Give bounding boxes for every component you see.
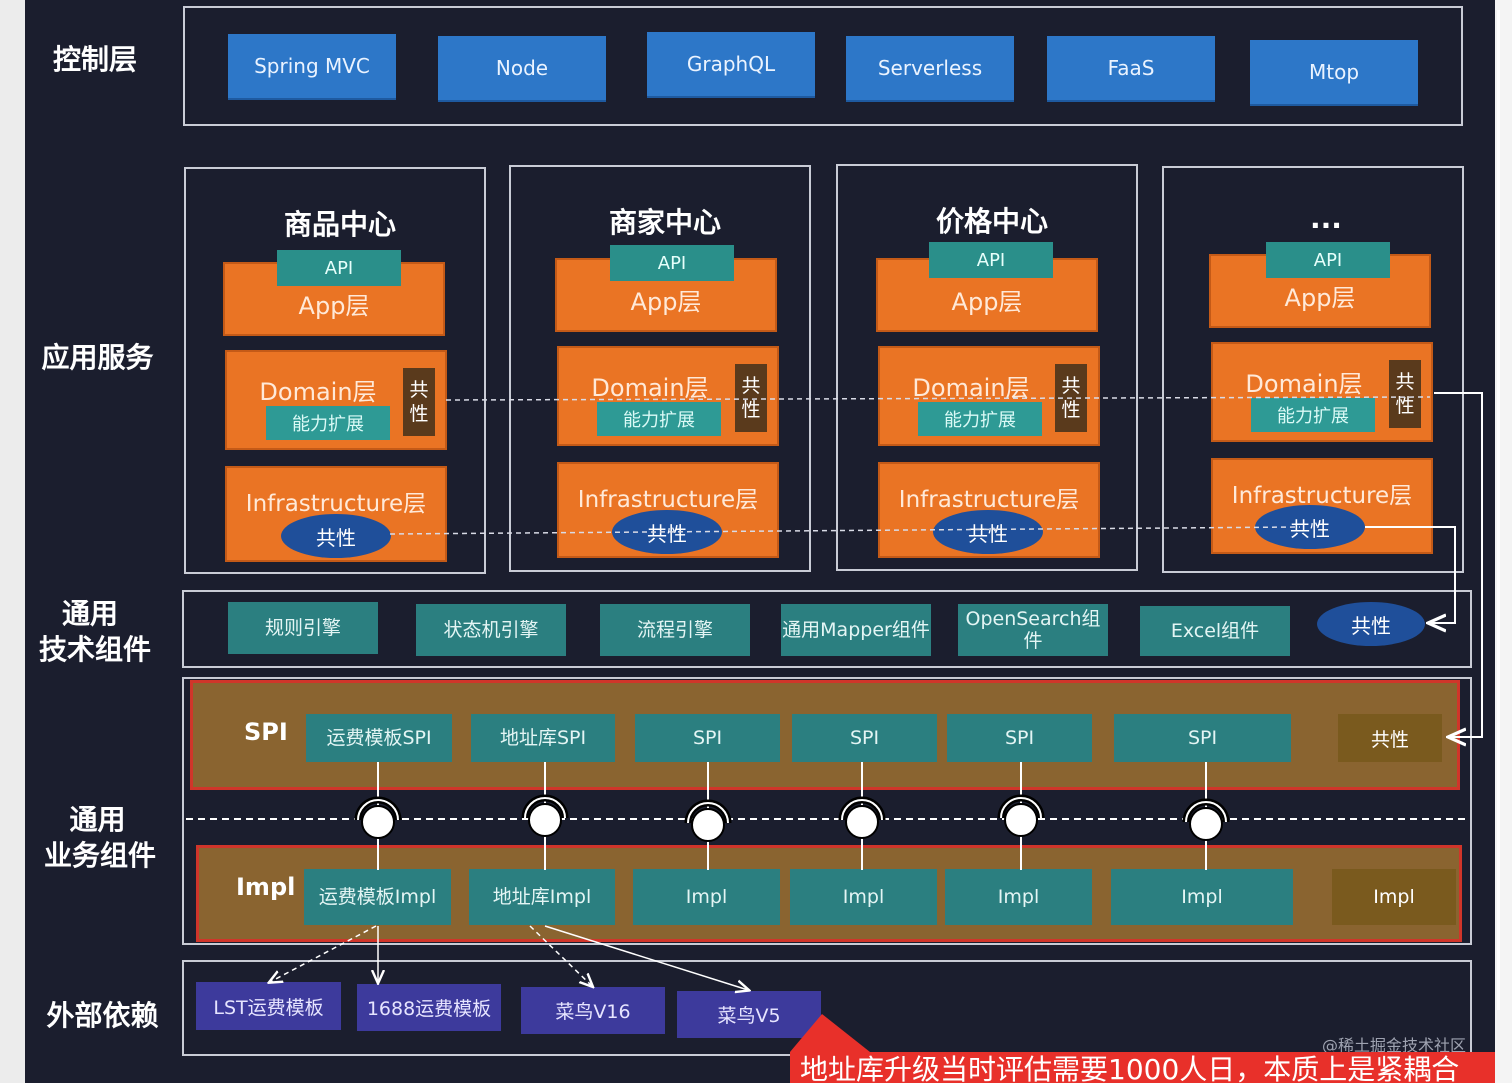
tech-component-mapper: 通用Mapper组件 [781, 604, 931, 656]
impl-item: Impl [1111, 869, 1293, 925]
service-frame [184, 167, 486, 574]
external-dep-cainiao-v5: 菜鸟V5 [677, 991, 821, 1038]
impl-item: Impl [945, 869, 1092, 925]
commonality-oval: 共性 [933, 510, 1043, 554]
commonality-tag: 共性 [1389, 360, 1421, 428]
service-frame [836, 164, 1138, 571]
api-tag: API [277, 250, 401, 286]
row-label-biz: 通用 业务组件 [35, 802, 165, 874]
impl-item: 地址库Impl [469, 869, 615, 925]
spi-item: 地址库SPI [471, 714, 615, 762]
row-label-app-service: 应用服务 [41, 341, 154, 374]
domain-layer-label: Domain层 [1245, 370, 1363, 398]
control-item-serverless: Serverless [846, 36, 1014, 100]
tech-component-rule-engine: 规则引擎 [228, 602, 378, 654]
watermark: @稀土掘金技术社区 [1322, 1036, 1467, 1055]
api-tag: API [1266, 242, 1390, 278]
commonality-tag: 共性 [735, 364, 767, 432]
row-label-tech: 通用 技术组件 [30, 596, 160, 668]
capability-extension: 能力扩展 [918, 402, 1042, 436]
spi-label: SPI [244, 718, 288, 746]
control-item-spring-mvc: Spring MVC [228, 34, 396, 98]
tech-commonality-oval: 共性 [1317, 602, 1425, 646]
external-dep-cainiao-v16: 菜鸟V16 [521, 987, 665, 1034]
row-label-tech-line1: 通用 [61, 597, 118, 630]
app-layer-label: App层 [298, 292, 370, 320]
spi-item: 运费模板SPI [306, 714, 452, 762]
app-layer-label: App层 [630, 288, 702, 316]
capability-extension: 能力扩展 [1251, 398, 1375, 432]
app-layer-label: App层 [951, 288, 1023, 316]
commonality-oval: 共性 [612, 510, 722, 554]
row-label-external: 外部依赖 [46, 999, 159, 1032]
impl-item: Impl [633, 869, 780, 925]
service-title: 商家中心 [608, 206, 721, 239]
spi-item: SPI [1114, 714, 1291, 762]
tech-component-process-engine: 流程引擎 [600, 604, 750, 656]
commonality-oval: 共性 [281, 514, 391, 558]
external-dep-1688: 1688运费模板 [357, 984, 501, 1031]
right-margin [1495, 0, 1512, 1083]
control-layer-frame [183, 6, 1463, 126]
impl-extra: Impl [1332, 869, 1456, 925]
impl-label: Impl [236, 873, 296, 901]
spi-item: SPI [792, 714, 937, 762]
external-dep-lst: LST运费模板 [196, 982, 341, 1030]
tech-component-opensearch: OpenSearch组件 [958, 604, 1108, 656]
tech-component-state-machine: 状态机引擎 [416, 604, 566, 656]
service-frame [1162, 166, 1464, 573]
commonality-tag: 共性 [1055, 364, 1087, 432]
infrastructure-layer-label: Infrastructure层 [577, 487, 759, 513]
api-tag: API [610, 245, 734, 281]
app-layer: App层 [223, 262, 445, 336]
infrastructure-layer-label: Infrastructure层 [898, 487, 1080, 513]
impl-item: Impl [790, 869, 937, 925]
service-frame [509, 165, 811, 572]
infrastructure-layer-label: Infrastructure层 [1231, 483, 1413, 509]
infrastructure-layer-label: Infrastructure层 [245, 491, 427, 517]
domain-layer-label: Domain层 [591, 374, 709, 402]
business-components-frame [182, 677, 1472, 945]
left-margin [0, 0, 25, 1083]
row-label-control: 控制层 [52, 43, 137, 76]
domain-layer-label: Domain层 [259, 378, 377, 406]
control-item-graphql: GraphQL [647, 32, 815, 96]
tech-component-excel: Excel组件 [1140, 606, 1290, 656]
service-title: 价格中心 [935, 205, 1048, 238]
domain-layer-label: Domain层 [912, 374, 1030, 402]
app-layer-label: App层 [1284, 284, 1356, 312]
capability-extension: 能力扩展 [266, 406, 390, 440]
commonality-oval: 共性 [1255, 505, 1365, 549]
control-item-faas: FaaS [1047, 36, 1215, 100]
row-label-biz-line2: 业务组件 [43, 839, 156, 872]
control-item-node: Node [438, 36, 606, 100]
spi-commonality: 共性 [1338, 714, 1442, 762]
spi-item: SPI [947, 714, 1092, 762]
callout-banner: 地址库升级当时评估需要1000人日，本质上是紧耦合 [790, 1052, 1495, 1083]
row-label-biz-line1: 通用 [69, 803, 126, 836]
control-item-mtop: Mtop [1250, 40, 1418, 104]
spi-item: SPI [635, 714, 780, 762]
service-title: ... [1310, 202, 1342, 235]
row-label-tech-line2: 技术组件 [38, 633, 151, 666]
commonality-tag: 共性 [403, 368, 435, 436]
capability-extension: 能力扩展 [597, 402, 721, 436]
impl-item: 运费模板Impl [304, 869, 451, 925]
api-tag: API [929, 242, 1053, 278]
service-title: 商品中心 [283, 208, 396, 241]
